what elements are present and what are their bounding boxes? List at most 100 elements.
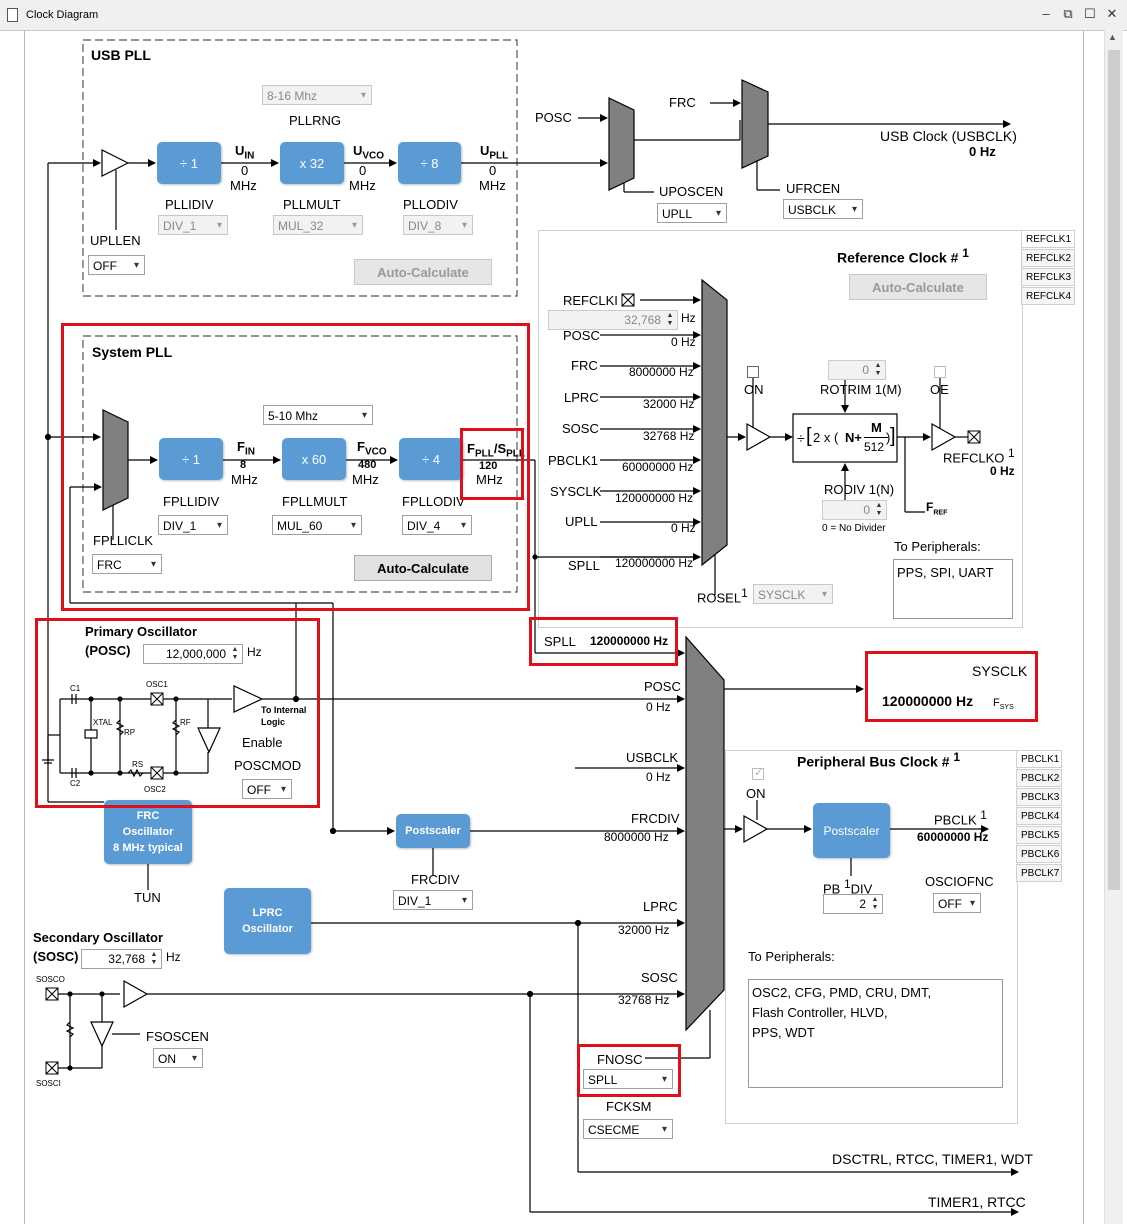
rosel-value: SYSCLK [758,588,806,602]
system-autocalc-button[interactable]: Auto-Calculate [354,555,492,581]
frcdiv-select[interactable]: DIV_1▾ [393,890,473,910]
uvco-letter: U [353,143,363,158]
ref-lprc-label: LPRC [564,390,599,405]
scroll-up-icon[interactable]: ▲ [1108,32,1117,42]
minimize-icon[interactable]: – [1042,6,1050,21]
tab-refclk3[interactable]: REFCLK3 [1021,268,1075,286]
pllodiv-label: PLLODIV [403,197,458,212]
chevron-down-icon: ▾ [361,410,367,421]
fpllmult-select[interactable]: MUL_60▾ [272,515,362,535]
fsoscen-label: FSOSCEN [146,1029,209,1044]
tab-pbclk6[interactable]: PBCLK6 [1016,845,1062,863]
fpllicl-value: FRC [97,558,122,572]
fpllicl-select[interactable]: FRC ▾ [92,554,162,574]
chevron-down-icon: ▾ [360,90,366,101]
formula-close: ) [886,430,891,445]
vertical-scrollbar[interactable]: ▲ [1104,30,1123,1224]
refclko-sup: 1 [1008,446,1015,460]
c2-label: C2 [70,779,81,788]
pllmult-label: PLLMULT [283,197,341,212]
spinner-arrows-icon: ▲▼ [874,362,882,377]
spinner-arrows-icon[interactable]: ▲▼ [871,896,879,911]
fpllmult-value: MUL_60 [277,519,323,533]
refclk-on-checkbox[interactable] [747,366,759,378]
spinner-arrows-icon[interactable]: ▲▼ [150,951,158,966]
pbdiv-input[interactable]: 2▲▼ [823,894,883,914]
lprc-line1: LPRC [252,907,283,919]
tab-pbclk7[interactable]: PBCLK7 [1016,864,1062,882]
uin-label: UIN [235,143,254,162]
fsoscen-select[interactable]: ON▾ [153,1048,203,1068]
fcksm-value: CSECME [588,1123,640,1137]
fpllodiv-select[interactable]: DIV_4▾ [402,515,472,535]
fnosc-value: SPLL [588,1073,618,1087]
rf-label: RF [180,718,191,727]
ref-to-peripherals-label: To Peripherals: [894,539,981,554]
rp-label: RP [124,728,136,737]
posc-frequency-input[interactable]: 12,000,000▲▼ [143,644,243,664]
maximize-icon[interactable]: ☐ [1084,6,1096,21]
pllodiv-block: ÷ 8 [398,142,461,184]
usb-pll-range-select: 8-16 Mhz▾ [262,85,372,105]
chevron-down-icon: ▾ [150,559,156,570]
fvco-value: 480 [358,459,377,471]
pllmult-block: x 32 [280,142,344,184]
fref-letter: F [926,500,934,514]
ufrcen-label: UFRCEN [786,181,841,196]
sosc-frequency-input[interactable]: 32,768▲▼ [81,949,162,969]
sosc-subtitle: (SOSC) [33,949,79,964]
ufrcen-select[interactable]: USBCLK▾ [783,199,863,219]
fnosc-select[interactable]: SPLL▾ [583,1069,673,1089]
spinner-arrows-icon[interactable]: ▲▼ [231,646,239,661]
fpll-sub: PLL [474,448,494,460]
scroll-thumb[interactable] [1108,50,1120,890]
usb-frc-label: FRC [669,95,696,110]
tab-pbclk2[interactable]: PBCLK2 [1016,769,1062,787]
rosel-label-text: ROSEL [697,590,742,606]
highlight-sysclk [865,651,1038,722]
uposcen-value: UPLL [662,207,693,221]
refclko-value: 0 Hz [990,464,1015,478]
uposcen-select[interactable]: UPLL▾ [657,203,727,223]
pbclk-label: PBCLK 1 [934,808,987,827]
upllen-select[interactable]: OFF▾ [88,255,145,275]
close-icon[interactable]: ✕ [1106,6,1118,21]
refclko-label: REFCLKO 1 [943,446,1015,465]
tab-pbclk5[interactable]: PBCLK5 [1016,826,1062,844]
main-frcdiv-label: FRCDIV [631,811,680,826]
upllen-value: OFF [93,259,117,273]
pllidiv-label: PLLIDIV [165,197,214,212]
uin-letter: U [235,143,245,158]
float-icon[interactable]: ⧉ [1063,6,1073,21]
formula-n: N+ [845,430,862,445]
tab-refclk1[interactable]: REFCLK1 [1021,230,1075,248]
pbdiv-tail: DIV [850,881,873,897]
tab-pbclk3[interactable]: PBCLK3 [1016,788,1062,806]
pllodiv-select: DIV_8▾ [403,215,473,235]
sysclk-label: SYSCLK [972,663,1028,679]
poscmod-select[interactable]: OFF▾ [242,779,292,799]
osciofnc-select[interactable]: OFF▾ [933,893,981,913]
usb-pll-title: USB PLL [91,47,151,63]
tab-refclk4[interactable]: REFCLK4 [1021,287,1075,305]
frc-line1: FRC [136,810,160,822]
ref-frc-label: FRC [571,358,598,373]
system-pll-range-select[interactable]: 5-10 Mhz▾ [263,405,373,425]
pb-peripherals-box: OSC2, CFG, PMD, CRU, DMT, Flash Controll… [748,979,1003,1088]
uin-value: 0 [241,163,249,178]
tab-pbclk1[interactable]: PBCLK1 [1016,750,1062,768]
fpllidiv-select[interactable]: DIV_1▾ [158,515,228,535]
uvco-label: UVCO [353,143,384,162]
tab-pbclk4[interactable]: PBCLK4 [1016,807,1062,825]
window-titlebar: Clock Diagram – ⧉ ☐ ✕ [0,0,1127,31]
rotrim-sup: 1(M) [874,382,902,397]
highlight-spll-value [529,617,678,666]
main-posc-value: 0 Hz [646,700,671,714]
refclk-oe-label: OE [930,382,949,397]
sosc-title: Secondary Oscillator [33,930,164,945]
posc-title: Primary Oscillator [85,624,197,639]
fcksm-select[interactable]: CSECME▾ [583,1119,673,1139]
tab-refclk2[interactable]: REFCLK2 [1021,249,1075,267]
formula-512: 512 [864,440,885,454]
refclk-title-sup: 1 [962,246,969,260]
